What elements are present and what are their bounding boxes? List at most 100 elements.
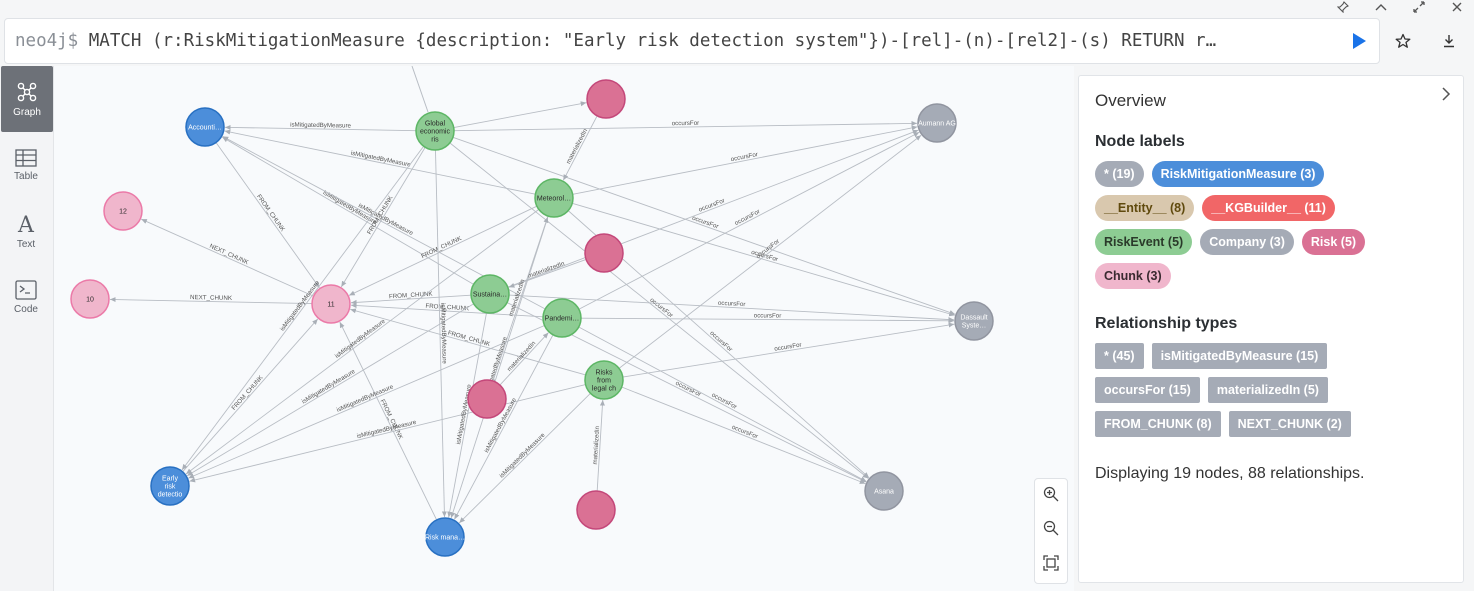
relationship-edge[interactable] — [454, 334, 554, 520]
relationship-edge[interactable] — [578, 326, 867, 482]
relationship-edge[interactable] — [350, 294, 472, 305]
relationship-edge[interactable] — [492, 216, 549, 382]
relationship-edge[interactable] — [508, 259, 587, 288]
relationship-edge[interactable] — [622, 322, 955, 378]
node-circle[interactable] — [425, 517, 465, 557]
relationship-edge[interactable] — [188, 325, 545, 479]
graph-node-c12[interactable]: 12 — [103, 191, 143, 231]
pin-icon[interactable] — [1336, 0, 1350, 14]
relationship-edge[interactable] — [186, 303, 474, 477]
node-circle[interactable] — [470, 274, 510, 314]
graph-node-c10[interactable]: 10 — [70, 279, 110, 319]
relationship-edge[interactable] — [215, 142, 320, 288]
relationship-type-chip[interactable]: NEXT_CHUNK (2) — [1228, 411, 1351, 437]
relationship-edge[interactable] — [450, 215, 549, 519]
relationship-edge[interactable] — [348, 205, 538, 296]
relationship-edge[interactable] — [224, 124, 417, 132]
zoom-out-button[interactable] — [1043, 520, 1059, 541]
relationship-edge[interactable] — [572, 125, 918, 195]
node-label-chip[interactable]: __Entity__ (8) — [1095, 195, 1195, 221]
relationship-edge[interactable] — [141, 218, 314, 297]
favorite-button[interactable] — [1384, 24, 1422, 58]
graph-node-meteo[interactable]: Meteorol… — [534, 178, 574, 218]
graph-node-asana[interactable]: Asana — [864, 471, 904, 511]
relationship-edge[interactable] — [507, 129, 919, 288]
rail-table[interactable]: Table — [0, 132, 52, 198]
relationship-edge[interactable] — [222, 136, 474, 285]
relationship-type-chip[interactable]: * (45) — [1095, 343, 1144, 369]
chevron-right-icon[interactable] — [1441, 86, 1451, 107]
download-button[interactable] — [1430, 24, 1468, 58]
relationship-type-chip[interactable]: isMitigatedByMeasure (15) — [1151, 343, 1328, 369]
relationship-edge[interactable] — [224, 129, 536, 195]
relationship-edge[interactable] — [596, 399, 605, 492]
relationship-edge[interactable] — [185, 209, 540, 475]
node-circle[interactable] — [584, 233, 624, 273]
relationship-type-chip[interactable]: FROM_CHUNK (8) — [1095, 411, 1221, 437]
relationship-type-chip[interactable]: occursFor (15) — [1095, 377, 1200, 403]
relationship-edge[interactable] — [449, 142, 869, 479]
run-query-button[interactable] — [1339, 21, 1379, 61]
graph-node-aumann[interactable]: Aumann AG — [917, 103, 957, 143]
relationship-edge[interactable] — [580, 317, 955, 324]
relationship-edge[interactable] — [621, 386, 866, 485]
node-circle[interactable] — [150, 466, 190, 506]
node-circle[interactable] — [467, 379, 507, 419]
relationship-edge[interactable] — [499, 332, 549, 386]
relationship-edge[interactable] — [350, 303, 544, 318]
relationship-edge[interactable] — [181, 145, 424, 471]
relationship-edge[interactable] — [452, 136, 956, 315]
node-circle[interactable] — [185, 107, 225, 147]
node-circle[interactable] — [70, 279, 110, 319]
relationship-edge[interactable] — [508, 294, 955, 323]
relationship-edge[interactable] — [189, 384, 586, 483]
fit-to-screen-button[interactable] — [1043, 555, 1059, 576]
node-label-chip[interactable]: RiskEvent (5) — [1095, 229, 1193, 255]
relationship-edge[interactable] — [572, 202, 955, 317]
graph-node-sustain[interactable]: Sustaina… — [470, 274, 510, 314]
node-circle[interactable] — [584, 360, 624, 400]
relationship-edge[interactable] — [435, 149, 447, 518]
node-label-chip[interactable]: Risk (5) — [1301, 229, 1366, 255]
relationship-edge[interactable] — [618, 134, 922, 369]
node-circle[interactable] — [415, 111, 455, 151]
relationship-edge[interactable] — [453, 120, 918, 132]
graph-node-riskman[interactable]: Risk mana… — [425, 517, 465, 557]
node-circle[interactable] — [864, 471, 904, 511]
zoom-in-button[interactable] — [1043, 486, 1059, 507]
node-label-chip[interactable]: Company (3) — [1200, 229, 1294, 255]
relationship-edge[interactable] — [578, 131, 920, 310]
node-circle[interactable] — [576, 490, 616, 530]
graph-node-r4[interactable] — [576, 490, 616, 530]
relationship-edge[interactable] — [340, 147, 426, 288]
relationship-edge[interactable] — [562, 115, 598, 181]
relationship-edge[interactable] — [339, 321, 438, 521]
graph-node-r3[interactable] — [467, 379, 507, 419]
chevron-up-icon[interactable] — [1374, 2, 1388, 12]
node-circle[interactable] — [917, 103, 957, 143]
relationship-edge[interactable] — [182, 318, 319, 473]
node-label-chip[interactable]: RiskMitigationMeasure (3) — [1151, 161, 1325, 187]
node-label-chip[interactable]: __KGBuilder__ (11) — [1202, 195, 1335, 221]
node-circle[interactable] — [103, 191, 143, 231]
graph-node-c11[interactable]: 11 — [311, 284, 351, 324]
node-label-chip[interactable]: * (19) — [1095, 161, 1144, 187]
relationship-edge[interactable] — [453, 101, 587, 128]
rail-code[interactable]: Code — [0, 264, 52, 330]
graph-node-r2[interactable] — [584, 233, 624, 273]
node-circle[interactable] — [586, 79, 626, 119]
graph-node-acc[interactable]: Accounti… — [185, 107, 225, 147]
node-circle[interactable] — [954, 301, 994, 341]
node-label-chip[interactable]: Chunk (3) — [1095, 263, 1171, 289]
relationship-edge[interactable] — [458, 393, 591, 524]
expand-icon[interactable] — [1412, 0, 1426, 14]
rail-graph[interactable]: Graph — [1, 66, 53, 132]
graph-node-pandemic[interactable]: Pandemi… — [542, 298, 582, 338]
node-circle[interactable] — [542, 298, 582, 338]
